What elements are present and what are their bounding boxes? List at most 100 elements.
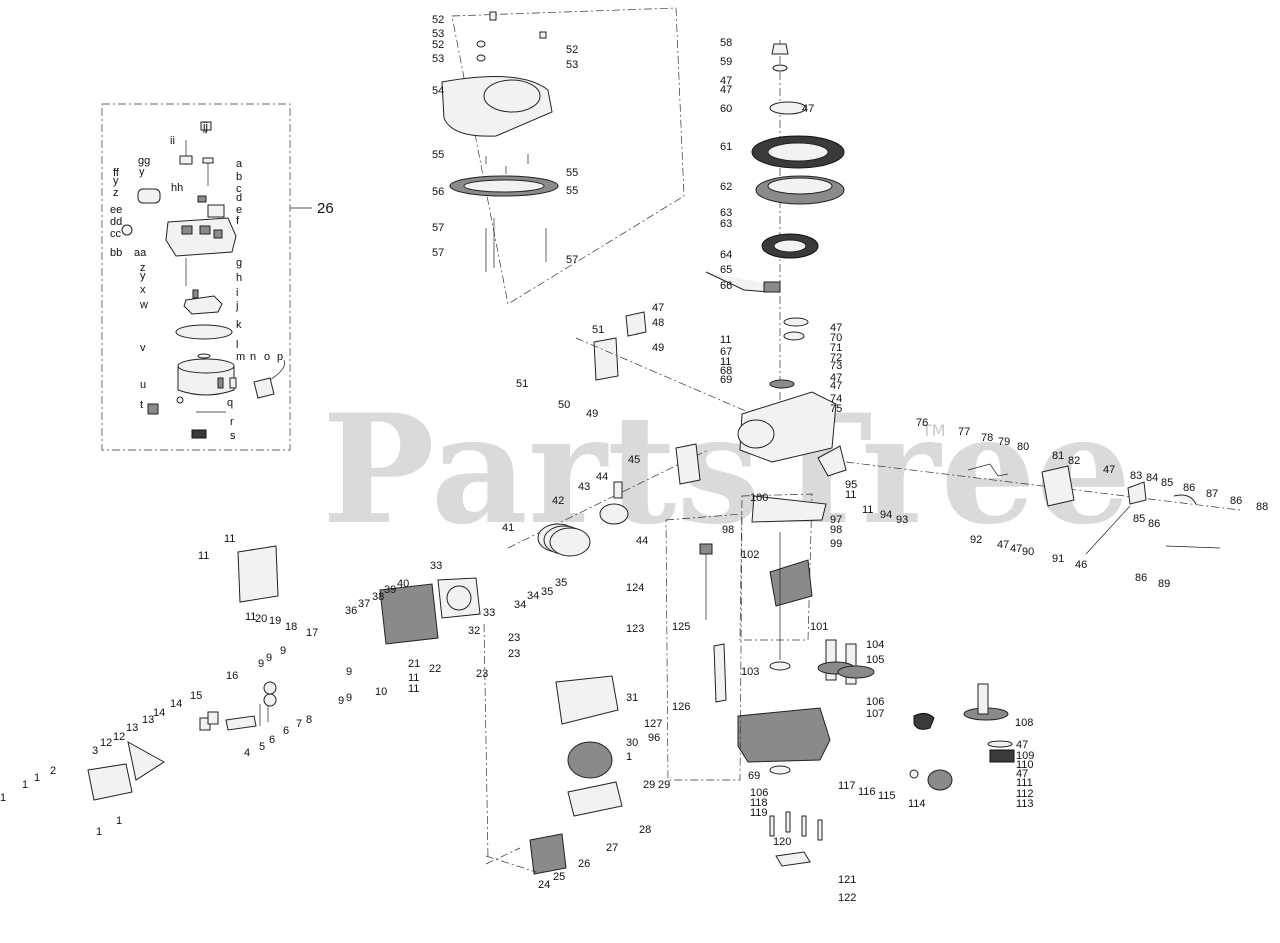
- callout-label: 84: [1146, 472, 1158, 484]
- callout-label: 96: [648, 732, 660, 744]
- callout-label: 122: [838, 892, 856, 904]
- callout-label: 87: [1206, 488, 1218, 500]
- callout-label: 10: [375, 686, 387, 698]
- fuel-filter-canister: [593, 337, 619, 381]
- callout-label: 47: [720, 84, 732, 96]
- callout-label: 52: [566, 44, 578, 56]
- callout-label: 27: [606, 842, 618, 854]
- callout-label: 37: [358, 598, 370, 610]
- callout-label: 112: [1016, 788, 1034, 800]
- callout-label: 58: [720, 37, 732, 49]
- callout-label: 114: [908, 798, 926, 810]
- control-bracket: [1041, 465, 1075, 507]
- callout-label: 1: [116, 815, 122, 827]
- callout-label: 53: [566, 59, 578, 71]
- callout-label: 60: [720, 103, 732, 115]
- callout-label: 76: [916, 417, 928, 429]
- callout-label: 47: [830, 322, 842, 334]
- callout-label: 81: [1052, 450, 1064, 462]
- callout-label: 44: [636, 535, 648, 547]
- callout-label: 7: [296, 718, 302, 730]
- callout-label: 94: [880, 509, 892, 521]
- callout-label: 52: [432, 14, 444, 26]
- callout-label: 116: [858, 786, 876, 798]
- callout-label: 11: [862, 504, 873, 516]
- callout-label: 55: [566, 185, 578, 197]
- callout-label: 119: [750, 807, 768, 819]
- callout-label: ff: [113, 167, 120, 179]
- callout-label: 79: [998, 436, 1010, 448]
- callout-label: k: [236, 319, 242, 331]
- callout-label: 118: [750, 797, 768, 809]
- callout-label: aa: [134, 247, 147, 259]
- callout-label: 32: [468, 625, 480, 637]
- group-label-26: 26: [317, 200, 334, 217]
- callout-label: 12: [100, 737, 112, 749]
- callout-label: 113: [1016, 798, 1034, 810]
- callout-label: 53: [432, 28, 444, 40]
- callout-label: 109: [1016, 750, 1034, 762]
- callout-label: 54: [432, 85, 444, 97]
- callout-label: 15: [190, 690, 202, 702]
- callout-label: r: [230, 416, 234, 428]
- callout-label: 106: [866, 696, 884, 708]
- callout-label: 23: [508, 632, 520, 644]
- callout-label: 21: [408, 658, 420, 670]
- callout-label: 34: [527, 590, 539, 602]
- callout-label: 22: [429, 663, 441, 675]
- callout-label: 74: [830, 393, 842, 405]
- callout-label: 85: [1161, 477, 1173, 489]
- callout-label: 38: [372, 591, 384, 603]
- callout-label: 89: [1158, 578, 1170, 590]
- callout-label: 88: [1256, 501, 1268, 513]
- callout-label: t: [140, 399, 143, 411]
- callout-label: 69: [748, 770, 760, 782]
- callout-label: 34: [514, 599, 526, 611]
- callout-label: 73: [830, 360, 842, 372]
- callout-label: 31: [626, 692, 638, 704]
- callout-label: 86: [1230, 495, 1242, 507]
- callout-label: u: [140, 379, 146, 391]
- callout-label: 49: [586, 408, 598, 420]
- callout-label: 43: [578, 481, 590, 493]
- callout-label: bb: [110, 247, 122, 259]
- callout-label: 52: [432, 39, 444, 51]
- callout-label: 100: [750, 492, 768, 504]
- callout-label: y: [139, 166, 145, 178]
- watermark-trademark: TM: [921, 421, 946, 440]
- callout-label: 35: [555, 577, 567, 589]
- callout-label: 13: [142, 714, 154, 726]
- callout-label: y: [113, 175, 119, 187]
- callout-label: 75: [830, 403, 842, 415]
- callout-label: 3: [92, 745, 98, 757]
- callout-label: 18: [285, 621, 297, 633]
- callout-label: 47: [720, 75, 732, 87]
- callout-label: 77: [958, 426, 970, 438]
- callout-label: 125: [672, 621, 690, 633]
- callout-label: p: [277, 351, 283, 363]
- callout-label: 71: [830, 342, 842, 354]
- callout-label: 124: [626, 582, 644, 594]
- callout-label: 35: [541, 586, 553, 598]
- callout-label: 47: [1010, 543, 1022, 555]
- callout-label: q: [227, 397, 233, 409]
- callout-label: 86: [1148, 518, 1160, 530]
- callout-label: x: [140, 284, 146, 296]
- callout-label: 23: [508, 648, 520, 660]
- callout-label: 11: [245, 611, 256, 623]
- callout-label: 8: [306, 714, 312, 726]
- callout-label: 106: [750, 787, 768, 799]
- callout-label: 57: [566, 254, 578, 266]
- callout-label: 9: [338, 695, 344, 707]
- callout-label: 67: [720, 346, 732, 358]
- valve-cover: [237, 545, 279, 603]
- callout-label: 4: [244, 747, 250, 759]
- callout-label: 13: [126, 722, 138, 734]
- callout-label: 98: [722, 524, 734, 536]
- callout-label: 14: [153, 707, 165, 719]
- callout-label: 110: [1016, 759, 1034, 771]
- callout-label: y: [140, 270, 146, 282]
- ignition-coil: [625, 311, 647, 337]
- callout-label: 115: [878, 790, 896, 802]
